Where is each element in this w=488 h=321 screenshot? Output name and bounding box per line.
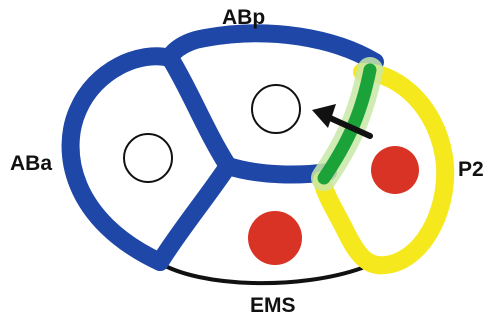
label-abp: ABp xyxy=(222,6,265,29)
ems-cell-outline xyxy=(156,260,364,286)
aba-ems-divider xyxy=(151,157,237,271)
aba-abp-divider xyxy=(161,49,237,175)
signal-arrow-icon xyxy=(312,104,373,139)
ems-nucleus xyxy=(248,211,302,265)
arrow-head xyxy=(312,104,336,128)
aba-nucleus xyxy=(123,133,173,183)
arrow-shaft xyxy=(327,115,373,139)
label-aba: ABa xyxy=(10,152,52,175)
abp-nucleus xyxy=(251,84,301,134)
p2-cell-outline xyxy=(313,63,455,275)
label-ems: EMS xyxy=(250,294,296,317)
abp-p2-contact-band xyxy=(317,63,377,185)
p2-nucleus xyxy=(371,146,419,194)
ab-outer-outline xyxy=(61,24,384,271)
label-p2: P2 xyxy=(458,158,484,181)
